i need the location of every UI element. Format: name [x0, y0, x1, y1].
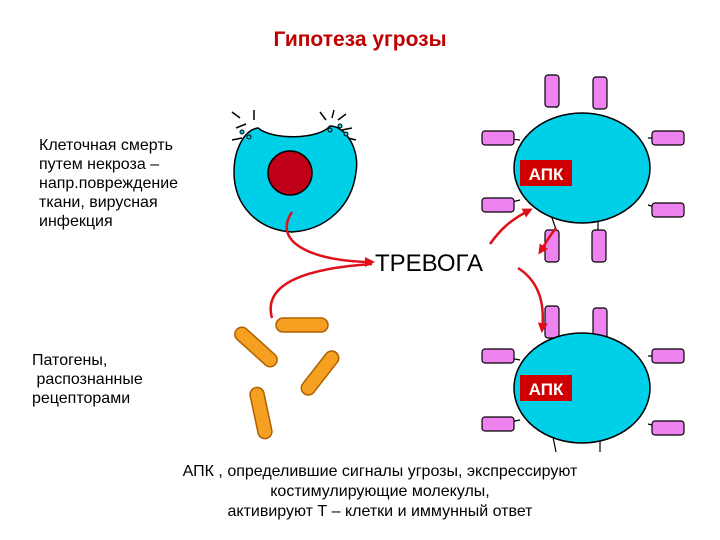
necrosis-line: инфекция	[39, 213, 113, 230]
apc-bottom: АПК	[481, 305, 685, 453]
damage-dots	[239, 123, 349, 140]
necrosis-line: напр.повреждение	[39, 175, 179, 192]
bacterium	[275, 317, 329, 333]
page-title: Гипотеза угрозы	[273, 28, 447, 51]
necrotic-cell-nucleus	[267, 150, 313, 196]
bacterium	[249, 386, 273, 440]
apc-bottom-label-bg	[520, 375, 572, 401]
necrosis-description: Клеточная смерть путем некроза – напр.по…	[39, 136, 178, 231]
arrow-pathogen-to-alarm	[269, 262, 373, 319]
apc-top-body	[513, 112, 651, 224]
caption-line: АПК , определившие сигналы угрозы, экспр…	[182, 463, 578, 480]
arrow-necrosis-to-alarm	[285, 211, 375, 267]
damage-marks	[231, 109, 357, 141]
apc-top-label: АПК	[529, 165, 564, 184]
apc-caption: АПК , определившие сигналы угрозы, экспр…	[130, 462, 630, 522]
pathogen-line: рецепторами	[32, 390, 131, 407]
arrow-alarm-to-apc-top	[488, 208, 533, 245]
apc-bottom-receptors	[481, 305, 685, 453]
signal-arrows	[269, 208, 557, 333]
necrosis-line: Клеточная смерть	[39, 137, 174, 154]
caption-line: активируют Т – клетки и иммунный ответ	[227, 503, 533, 520]
necrotic-cell	[231, 109, 358, 233]
arrow-alarm-to-apc-bottom	[517, 266, 548, 333]
necrosis-line: путем некроза –	[39, 156, 160, 173]
caption-line: костимулирующие молекулы,	[270, 483, 490, 500]
bacteria-group	[234, 317, 340, 440]
pathogen-description: Патогены, распознанные рецепторами	[32, 351, 143, 408]
apc-bottom-body	[513, 332, 651, 444]
bacterium	[234, 326, 278, 368]
apc-bottom-label: АПК	[529, 380, 564, 399]
apc-top-label-bg	[520, 160, 572, 186]
pathogen-line: распознанные	[32, 371, 143, 388]
arrow-into-apc-top	[538, 227, 557, 255]
necrosis-line: ткани, вирусная	[39, 194, 158, 211]
pathogen-line: Патогены,	[32, 352, 108, 369]
bacterium	[300, 350, 340, 396]
alarm-label: ТРЕВОГА	[375, 250, 483, 277]
apc-top: АПК	[481, 74, 685, 263]
